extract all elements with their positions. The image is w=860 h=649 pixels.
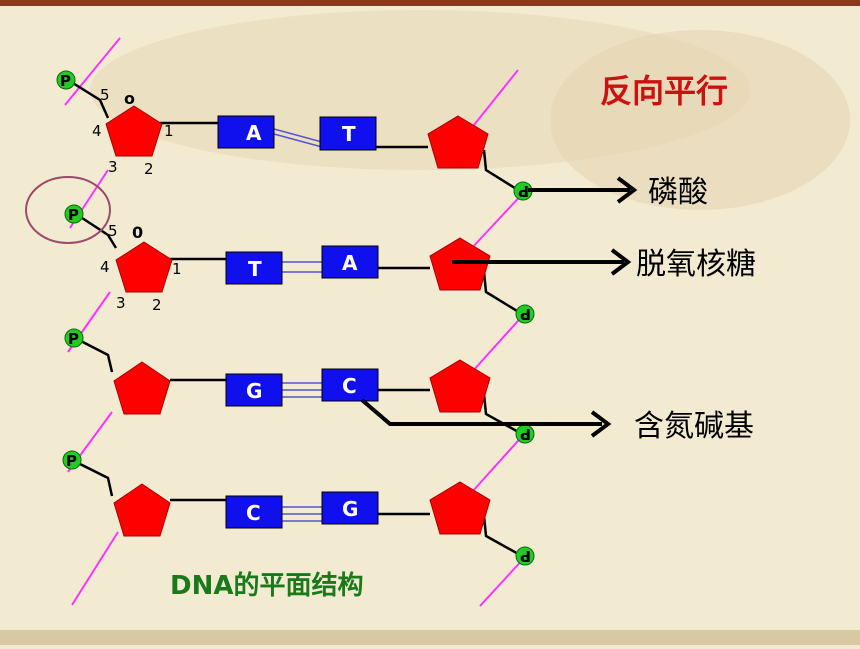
hydrogen-bonds-row4 xyxy=(282,506,322,522)
base-box xyxy=(225,495,283,529)
phosphate-left: P xyxy=(64,204,84,224)
svg-text:P: P xyxy=(520,425,531,443)
base-letter: T xyxy=(248,257,262,281)
phosphate-left: P xyxy=(56,70,76,90)
right-phosphate-connector xyxy=(482,393,523,436)
phosphate-left: P xyxy=(64,328,84,348)
right-backbone-line xyxy=(471,431,527,493)
base-letter: G xyxy=(246,379,262,403)
carbon-number: 4 xyxy=(100,258,110,276)
right-backbone-line xyxy=(469,69,519,131)
right-backbone-line xyxy=(469,189,527,251)
left-phosphate-connector xyxy=(67,78,110,119)
base-box xyxy=(319,116,377,151)
carbon-number: 2 xyxy=(152,296,162,314)
carbon-number: 3 xyxy=(116,294,126,312)
arrow-phosphate xyxy=(528,176,638,204)
base-box xyxy=(321,491,379,525)
base-letter: A xyxy=(342,251,358,275)
base-letter: T xyxy=(342,122,356,146)
title-antiparallel: 反向平行 xyxy=(600,72,728,110)
sugar-pentagon-right xyxy=(429,359,491,413)
right-phosphate-connector xyxy=(482,515,523,558)
phosphate-right: P xyxy=(515,546,535,566)
label-base: 含氮碱基 xyxy=(634,409,754,444)
caption: DNA的平面结构 xyxy=(170,570,363,601)
svg-text:P: P xyxy=(520,547,531,565)
highlight-circle xyxy=(25,176,111,244)
bottom-band xyxy=(0,630,860,645)
svg-text:P: P xyxy=(518,182,529,200)
svg-text:P: P xyxy=(66,452,77,470)
left-backbone-line xyxy=(71,531,119,606)
left-backbone-line xyxy=(64,37,121,106)
top-band xyxy=(0,0,860,6)
hydrogen-bonds-row1 xyxy=(273,128,323,148)
right-phosphate-connector xyxy=(482,271,523,316)
svg-text:P: P xyxy=(60,72,71,90)
carbon-number: 0 xyxy=(132,223,143,242)
carbon-number: 1 xyxy=(172,260,182,278)
carbon-number: 4 xyxy=(92,122,102,140)
label-deoxyribose: 脱氧核糖 xyxy=(636,247,756,282)
arrow-base xyxy=(360,398,612,438)
svg-text:P: P xyxy=(68,330,79,348)
sugar-pentagon-right xyxy=(427,115,489,169)
phosphate-right: P xyxy=(515,304,535,324)
label-phosphate: 磷酸 xyxy=(648,175,708,210)
base-box xyxy=(225,251,283,285)
base-letter: C xyxy=(342,374,357,398)
right-backbone-line xyxy=(471,311,527,373)
carbon-number: 3 xyxy=(108,158,118,176)
phosphate-right: P xyxy=(515,424,535,444)
carbon-number: 5 xyxy=(100,86,110,104)
hydrogen-bonds-row3 xyxy=(282,382,322,398)
carbon-number: 5 xyxy=(108,222,118,240)
left-phosphate-connector xyxy=(75,212,118,249)
carbon-number: 2 xyxy=(144,160,154,178)
left-phosphate-connector xyxy=(74,336,114,373)
base-letter: G xyxy=(342,497,358,521)
base-letter: A xyxy=(246,121,262,145)
texture-patch xyxy=(550,30,850,210)
svg-text:P: P xyxy=(68,206,79,224)
sugar-pentagon-left xyxy=(115,241,173,293)
sugar-pentagon-left xyxy=(113,483,171,537)
sugar-pentagon-left xyxy=(105,105,163,157)
hydrogen-bonds-row2 xyxy=(282,261,322,273)
left-phosphate-connector xyxy=(71,458,114,497)
carbon-number: 1 xyxy=(164,122,174,140)
svg-text:P: P xyxy=(520,305,531,323)
base-box xyxy=(217,115,275,149)
carbon-number: o xyxy=(124,89,135,108)
sugar-pentagon-right xyxy=(429,481,491,535)
right-phosphate-connector xyxy=(482,149,519,192)
base-box xyxy=(321,245,379,279)
base-box xyxy=(225,373,283,407)
base-letter: C xyxy=(246,501,261,525)
base-box xyxy=(321,368,379,402)
sugar-pentagon-left xyxy=(113,361,171,415)
arrow-deoxyribose xyxy=(452,248,632,276)
right-backbone-line xyxy=(479,555,527,607)
phosphate-left: P xyxy=(62,450,82,470)
